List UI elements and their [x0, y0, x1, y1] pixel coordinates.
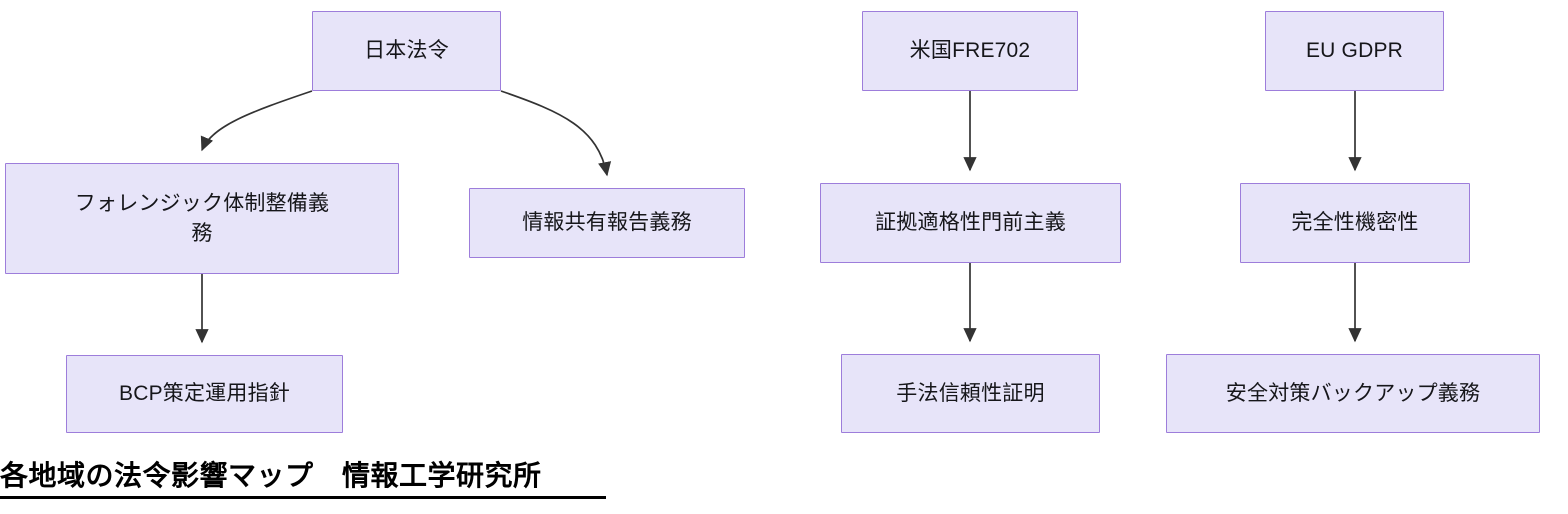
node-label: フォレンジック体制整備義 務: [74, 191, 330, 245]
caption-underline: [0, 496, 606, 499]
node-admissibility[interactable]: 証拠適格性門前主義: [820, 183, 1121, 263]
node-label: EU GDPR: [1305, 39, 1404, 63]
node-integrity[interactable]: 完全性機密性: [1240, 183, 1470, 263]
node-bcp[interactable]: BCP策定運用指針: [66, 355, 343, 433]
node-label: 米国FRE702: [909, 39, 1031, 63]
node-label: 情報共有報告義務: [522, 211, 692, 235]
node-forensics[interactable]: フォレンジック体制整備義 務: [5, 163, 399, 274]
diagram-caption: 各地域の法令影響マップ 情報工学研究所: [0, 460, 542, 491]
node-eu-gdpr[interactable]: EU GDPR: [1265, 11, 1444, 91]
edge-jp-law-to-info-share: [500, 90, 612, 177]
node-method-trust[interactable]: 手法信頼性証明: [841, 354, 1100, 433]
node-label: 手法信頼性証明: [896, 381, 1045, 405]
node-label: 証拠適格性門前主義: [875, 211, 1066, 235]
node-us-fre702[interactable]: 米国FRE702: [862, 11, 1078, 91]
node-label: 日本法令: [364, 39, 449, 63]
node-label: 完全性機密性: [1291, 211, 1419, 235]
node-backup[interactable]: 安全対策バックアップ義務: [1166, 354, 1540, 433]
node-label: BCP策定運用指針: [119, 382, 290, 406]
edge-jp-law-to-forensics: [200, 90, 313, 152]
node-info-share[interactable]: 情報共有報告義務: [469, 188, 745, 258]
node-label: 安全対策バックアップ義務: [1225, 381, 1481, 405]
node-jp-law[interactable]: 日本法令: [312, 11, 501, 91]
